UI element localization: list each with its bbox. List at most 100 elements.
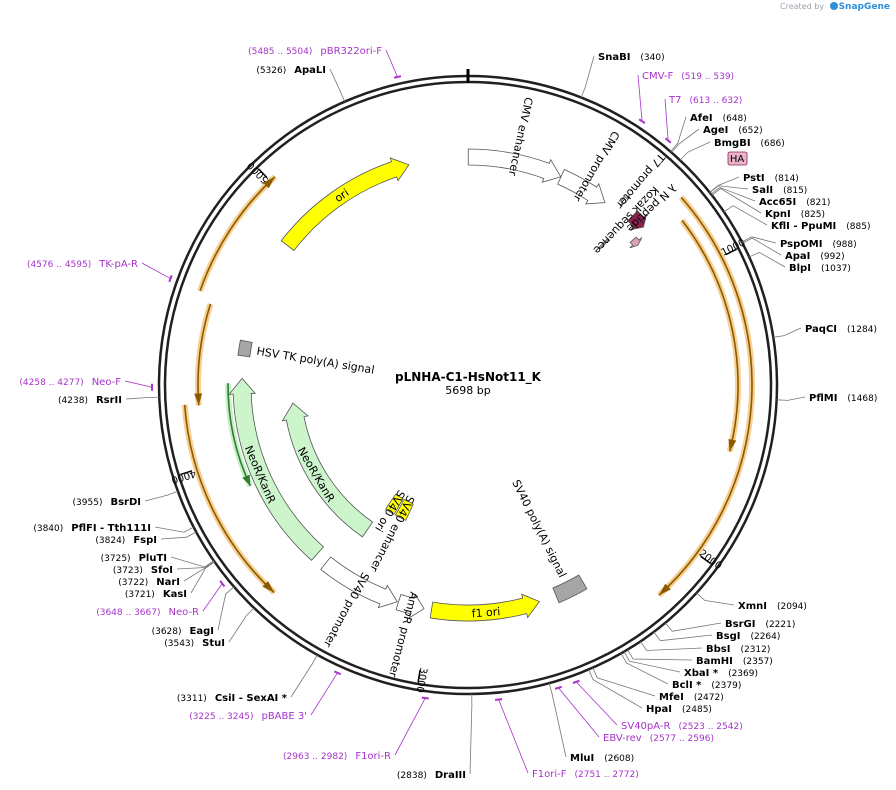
site-rsrii[interactable]: RsrII(4238) <box>58 395 160 406</box>
primer-leader-line <box>310 672 338 716</box>
primer-tk-pa-r[interactable]: TK-pA-R(4576 .. 4595) <box>27 259 173 283</box>
site-name: BclI * <box>672 680 702 691</box>
site-bsgi[interactable]: BsgI(2264) <box>653 631 781 642</box>
site-name: NarI <box>156 577 180 588</box>
primer-range: (2751 .. 2772) <box>574 770 638 780</box>
primer-leader-line <box>124 380 153 388</box>
site-leader-line <box>664 622 722 632</box>
site-position: (3840) <box>33 524 63 534</box>
site-name: BsgI <box>716 631 740 642</box>
primer-ebv-rev[interactable]: EBV-rev(2577 .. 2596) <box>554 685 714 744</box>
site-position: (2485) <box>682 705 712 715</box>
site-pspomi[interactable]: PspOMI(988) <box>741 236 857 250</box>
site-stui[interactable]: StuI(3543) <box>164 607 255 649</box>
site-position: (825) <box>801 210 825 220</box>
primer-pbabe-3-[interactable]: pBABE 3'(3225 .. 3245) <box>189 670 342 722</box>
site-position: (2838) <box>397 771 427 781</box>
site-position: (3955) <box>73 498 103 508</box>
site-name: BbsI <box>706 644 730 655</box>
site-kfli-ppumi[interactable]: KflI - PpuMI(885) <box>723 205 871 232</box>
site-name: BmgBI <box>714 138 751 149</box>
site-pflmi[interactable]: PflMI(1468) <box>776 393 878 404</box>
primer-leader-line <box>575 681 618 726</box>
site-leader-line <box>749 251 786 268</box>
site-position: (3628) <box>152 627 182 637</box>
site-position: (1284) <box>847 325 877 335</box>
site-csii-sexai-[interactable]: CsiI - SexAI *(3311) <box>177 654 318 704</box>
ruler-tick <box>725 248 737 256</box>
site-hpai[interactable]: HpaI(2485) <box>588 669 712 715</box>
site-position: (2608) <box>604 754 634 764</box>
primer-name: EBV-rev <box>603 733 642 744</box>
primer-mark <box>638 118 646 125</box>
feature-kozak-sequence <box>598 238 610 250</box>
site-xbai-[interactable]: XbaI *(2369) <box>623 651 758 679</box>
feature-cmv-enhancer <box>467 148 562 183</box>
site-name: AfeI <box>690 113 713 124</box>
feature-sv40-ori <box>385 493 404 515</box>
site-position: (3311) <box>177 694 207 704</box>
primer-name: CMV-F <box>642 71 673 82</box>
site-kpni[interactable]: KpnI(825) <box>711 188 825 220</box>
site-sali[interactable]: SalI(815) <box>709 185 808 196</box>
site-mlui[interactable]: MluI(2608) <box>548 683 634 764</box>
plasmid-center-label: pLNHA-C1-HsNot11_K 5698 bp <box>395 370 542 397</box>
site-pluti[interactable]: PluTI(3725) <box>101 553 215 568</box>
primer-range: (3648 .. 3667) <box>96 608 160 618</box>
site-draiii[interactable]: DraIII (2838) <box>397 693 473 781</box>
site-afei[interactable]: AfeI(648) <box>670 113 747 152</box>
site-position: (2357) <box>743 657 773 667</box>
primer-name: Neo-F <box>92 377 122 388</box>
site-bsrgi[interactable]: BsrGI(2221) <box>664 619 795 632</box>
site-apai[interactable]: ApaI(992) <box>742 237 845 262</box>
feature-neor-kanr-inner <box>281 402 374 538</box>
site-name: DraIII <box>435 770 466 781</box>
site-snabi[interactable]: SnaBI(340) <box>580 52 665 98</box>
ha-tag-box <box>727 151 748 166</box>
site-leader-line <box>709 185 749 193</box>
site-eagi[interactable]: EagI(3628) <box>152 586 235 637</box>
site-leader-line <box>592 667 656 697</box>
site-agei[interactable]: AgeI(652) <box>671 125 763 153</box>
site-bamhi[interactable]: BamHI(2357) <box>627 649 773 667</box>
site-mfei[interactable]: MfeI(2472) <box>592 667 724 703</box>
primer-f1ori-r[interactable]: F1ori-R(2963 .. 2982) <box>283 696 429 762</box>
primer-neo-r[interactable]: Neo-R(3648 .. 3667) <box>96 580 226 618</box>
primer-sv40pa-r[interactable]: SV40pA-R(2523 .. 2542) <box>572 679 743 732</box>
primer-f1ori-f[interactable]: F1ori-F(2751 .. 2772) <box>495 698 639 780</box>
site-position: (2369) <box>728 669 758 679</box>
primer-cmv-f[interactable]: CMV-F(519 .. 539) <box>637 71 734 125</box>
feature-ampr-promoter <box>395 593 425 619</box>
site-sfoi[interactable]: SfoI(3723) <box>113 560 215 576</box>
orf-line <box>681 219 739 452</box>
primer-pbr322ori-f[interactable]: pBR322ori-F(5485 .. 5504) <box>248 46 402 79</box>
site-position: (3543) <box>164 639 194 649</box>
site-blpi[interactable]: BlpI(1037) <box>749 251 851 274</box>
site-name: PaqCI <box>805 324 837 335</box>
primer-leader-line <box>141 262 171 279</box>
feature-label: HSV TK poly(A) signal <box>256 345 376 377</box>
site-acc65i[interactable]: Acc65I(821) <box>710 186 830 208</box>
primer-range: (2963 .. 2982) <box>283 752 347 762</box>
orf-line <box>183 404 275 594</box>
site-bmgbi[interactable]: BmgBI(686) <box>679 138 785 161</box>
site-leader-line <box>469 693 473 775</box>
site-bbsi[interactable]: BbsI(2312) <box>640 641 770 655</box>
site-position: (652) <box>738 126 762 136</box>
primer-range: (3225 .. 3245) <box>189 712 253 722</box>
site-bsrdi[interactable]: BsrDI(3955) <box>73 490 178 508</box>
site-xmni[interactable]: XmnI(2094) <box>696 592 807 612</box>
primer-leader-line <box>664 98 669 141</box>
site-bcli-[interactable]: BclI *(2379) <box>620 653 741 691</box>
site-pflfi-tth111i[interactable]: PflFI - Tth111I(3840) <box>33 523 194 534</box>
primer-t7[interactable]: T7(613 .. 632) <box>664 95 742 144</box>
site-apali[interactable]: ApaLI(5326) <box>256 65 346 102</box>
site-name: PstI <box>743 173 765 184</box>
feature-ori <box>280 157 410 252</box>
site-fspi[interactable]: FspI(3824) <box>95 531 197 546</box>
orf-arrowhead <box>263 176 275 189</box>
site-paqci[interactable]: PaqCI (1284) <box>773 324 877 338</box>
site-position: (340) <box>640 53 664 63</box>
primer-neo-f[interactable]: Neo-F(4258 .. 4277) <box>19 377 154 391</box>
site-leader-line <box>160 531 197 540</box>
